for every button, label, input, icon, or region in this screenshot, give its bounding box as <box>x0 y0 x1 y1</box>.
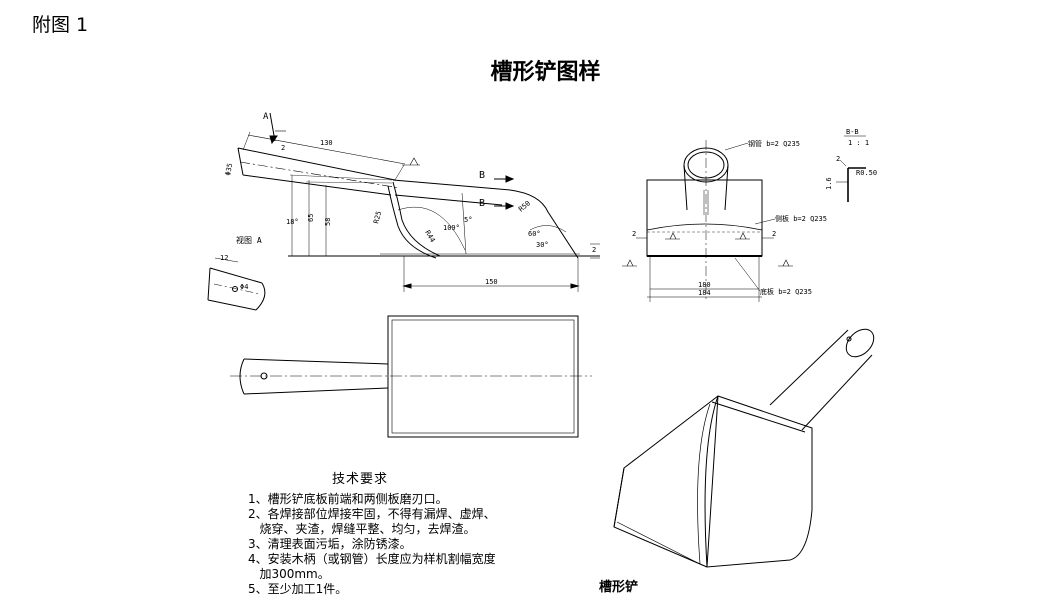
requirement-item: 4、安装木柄（或钢管）长度应为样机割幅宽度 <box>248 552 496 566</box>
requirement-item: 加300mm。 <box>248 567 330 581</box>
dim-inner-width: 180 <box>698 281 711 289</box>
note-side-plate: 侧板 b=2 Q235 <box>775 214 827 223</box>
dim-angle-b: 5° <box>464 216 472 224</box>
section-dim-a: 2 <box>836 155 840 163</box>
note-handle-pipe: 钢管 b=2 Q235 <box>748 139 800 148</box>
detail-a-label: 视图 A <box>236 235 262 245</box>
requirement-item: 1、槽形铲底板前端和两侧板磨刃口。 <box>248 492 448 506</box>
requirements-list: 1、槽形铲底板前端和两侧板磨刃口。 2、各焊接部位焊接牢固，不得有漏焊、虚焊、 … <box>248 492 558 597</box>
figure-label: 附图 1 <box>32 14 89 36</box>
dim-base-length: 150 <box>485 278 498 286</box>
view-arrow-a: A <box>263 112 269 122</box>
dim-radius-a: R25 <box>372 210 383 224</box>
dim-radius-c: R50 <box>517 199 532 213</box>
section-label: B-B <box>846 128 859 136</box>
dim-right-gap: 2 <box>772 230 776 238</box>
requirement-item: 3、清理表面污垢，涂防锈漆。 <box>248 537 412 551</box>
note-bottom-plate: 底板 b=2 Q235 <box>760 287 812 296</box>
requirement-item: 烧穿、夹渣，焊缝平整、均匀，去焊渣。 <box>248 522 476 536</box>
dim-handle-length: 130 <box>320 139 333 147</box>
view-arrow-b-lower: B <box>479 198 485 209</box>
dim-height-a: 18° <box>286 218 299 226</box>
detail-a-dim-b: Φ4 <box>240 283 248 291</box>
requirements-heading: 技术要求 <box>332 472 389 487</box>
dim-handle-dia: Φ35 <box>224 162 234 176</box>
dim-outer-width: 184 <box>698 289 711 297</box>
front-view <box>622 140 793 302</box>
dim-angle-a: 109° <box>443 224 460 232</box>
detail-a-dim-a: 12 <box>220 254 228 262</box>
drawing-title: 槽形铲图样 <box>490 59 601 85</box>
view-arrow-b-upper: B <box>479 170 485 181</box>
section-b-b <box>836 135 866 202</box>
dim-left-gap: 2 <box>632 230 636 238</box>
dim-height-b: 65 <box>307 214 315 222</box>
isometric-view <box>613 328 875 568</box>
dim-angle-c: 60° <box>528 230 541 238</box>
dim-angle-d: 30° <box>536 241 549 249</box>
dim-handle-wall: 2 <box>281 144 285 152</box>
requirement-item: 5、至少加工1件。 <box>248 582 348 596</box>
dim-height-c: 58 <box>324 218 332 226</box>
section-scale: 1 : 1 <box>848 139 869 147</box>
side-view <box>237 112 600 292</box>
dim-radius-b: R44 <box>423 229 436 244</box>
top-view <box>230 315 592 438</box>
requirement-item: 2、各焊接部位焊接牢固，不得有漏焊、虚焊、 <box>248 507 496 521</box>
section-dim-c: 1.6 <box>825 177 833 190</box>
isometric-caption: 槽形铲 <box>599 580 639 595</box>
detail-a-view <box>207 257 266 311</box>
dim-tip: 2 <box>592 246 596 254</box>
section-dim-b: R0.50 <box>856 169 877 177</box>
